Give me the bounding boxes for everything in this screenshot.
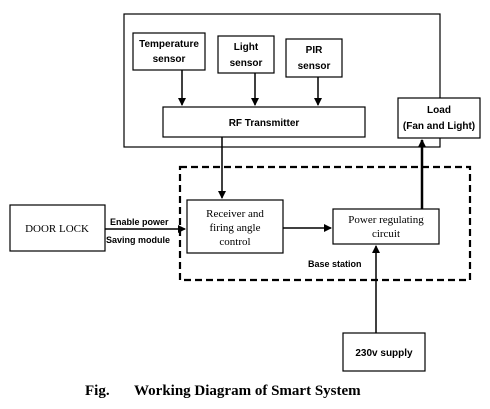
temperature-sensor-label-line1: Temperature [139,39,199,50]
light-sensor-block: Light sensor [217,35,275,74]
door-lock-block: DOOR LOCK [9,204,106,252]
base-station-label: Base station [308,259,362,269]
pir-sensor-label-line2: sensor [298,61,331,72]
sensor-group-frame [123,13,441,148]
rf-transmitter-label: RF Transmitter [229,118,300,129]
power-regulating-block: Power regulating circuit [332,208,440,245]
receiver-label-line2: firing angle [209,222,260,234]
supply-block: 230v supply [342,332,426,372]
load-label-line1: Load [427,105,451,116]
light-sensor-label-line1: Light [234,42,259,53]
temperature-sensor-label-line2: sensor [153,54,186,65]
light-sensor-label-line2: sensor [230,58,263,69]
receiver-label-line1: Receiver and [206,208,264,220]
power-regulating-label-line1: Power regulating [348,214,424,226]
power-regulating-label-line2: circuit [372,228,400,240]
figure-caption-title: Working Diagram of Smart System [134,383,361,399]
receiver-block: Receiver and firing angle control [186,199,284,254]
door-lock-label: DOOR LOCK [25,223,89,235]
load-block: Load (Fan and Light) [397,97,481,139]
supply-label: 230v supply [355,348,413,359]
figure-caption-label: Fig. [85,383,110,399]
receiver-label-line3: control [219,236,250,248]
enable-power-label-line1: Enable power [110,217,169,227]
base-station-frame [178,165,472,282]
pir-sensor-block: PIR sensor [285,38,343,78]
pir-sensor-label-line1: PIR [306,45,323,56]
load-label-line2: (Fan and Light) [403,121,475,132]
temperature-sensor-block: Temperature sensor [132,32,206,71]
rf-transmitter-block: RF Transmitter [162,106,366,138]
enable-power-label-line2: Saving module [106,235,170,245]
